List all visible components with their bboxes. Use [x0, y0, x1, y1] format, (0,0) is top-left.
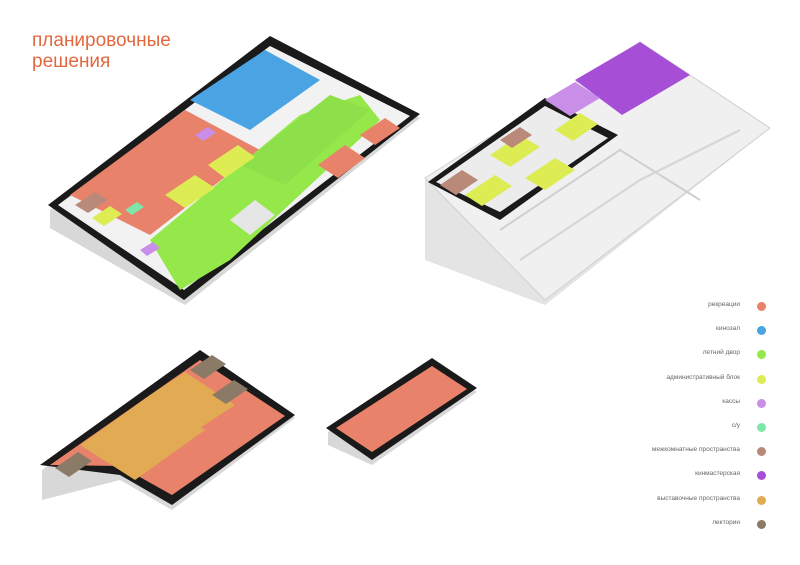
legend-label: кассы: [722, 397, 740, 405]
legend-item: лектории: [560, 518, 780, 532]
legend-item: кассы: [560, 397, 780, 411]
title-line-1: планировочные: [32, 30, 171, 51]
legend-label: административный блок: [666, 373, 740, 381]
legend-label: с/у: [731, 422, 740, 429]
legend-swatch: [757, 398, 766, 408]
legend-label: кинмастерская: [695, 470, 740, 478]
legend-swatch: [757, 519, 766, 529]
legend-label: летний двор: [702, 349, 740, 357]
legend-item: межкомнатные пространства: [560, 445, 780, 459]
legend-swatch: [757, 326, 766, 336]
zone-cinema-workshop: [575, 42, 690, 115]
plan-basement: [40, 350, 295, 510]
zone-tickets: [195, 127, 216, 141]
legend-swatch: [757, 447, 766, 457]
plan-small-room: [326, 358, 477, 465]
zone-admin-2: [208, 145, 255, 178]
legend-label: кинозал: [716, 325, 740, 333]
legend-swatch: [757, 302, 766, 311]
legend-swatch: [757, 350, 766, 360]
legend-item: летний двор: [560, 348, 780, 362]
legend-label: рекреации: [708, 301, 740, 308]
legend-swatch: [757, 495, 766, 505]
legend-item: кинозал: [560, 324, 780, 338]
legend-item: рекреации: [560, 300, 780, 314]
page-title: планировочные решения: [32, 30, 171, 72]
legend-item: административный блок: [560, 373, 780, 387]
zone-exhibition-2: [150, 372, 235, 428]
zone-lecture-1: [55, 452, 92, 477]
zone-exhibition-1: [80, 395, 205, 480]
zone-recreation-room: [336, 366, 467, 452]
plan-ground-floor: [48, 36, 420, 305]
legend-label: выставочные пространства: [657, 494, 740, 502]
zone-cinema-hall: [190, 50, 320, 130]
zone-recreation: [70, 110, 260, 235]
legend-swatch: [757, 423, 766, 432]
legend-swatch: [757, 374, 766, 384]
legend-label: лектории: [712, 518, 740, 526]
plan-second-floor: [424, 41, 771, 305]
legend-swatch: [757, 471, 766, 481]
zone-wc: [125, 202, 144, 215]
legend-item: кинмастерская: [560, 469, 780, 483]
zone-lecture-2: [190, 355, 226, 379]
zone-admin-1: [165, 175, 215, 208]
legend-label: межкомнатные пространства: [651, 446, 740, 454]
zone-intercom: [75, 192, 108, 213]
legend-item: выставочные пространства: [560, 494, 780, 508]
legend-item: с/у: [560, 421, 780, 435]
title-line-2: решения: [32, 51, 111, 72]
